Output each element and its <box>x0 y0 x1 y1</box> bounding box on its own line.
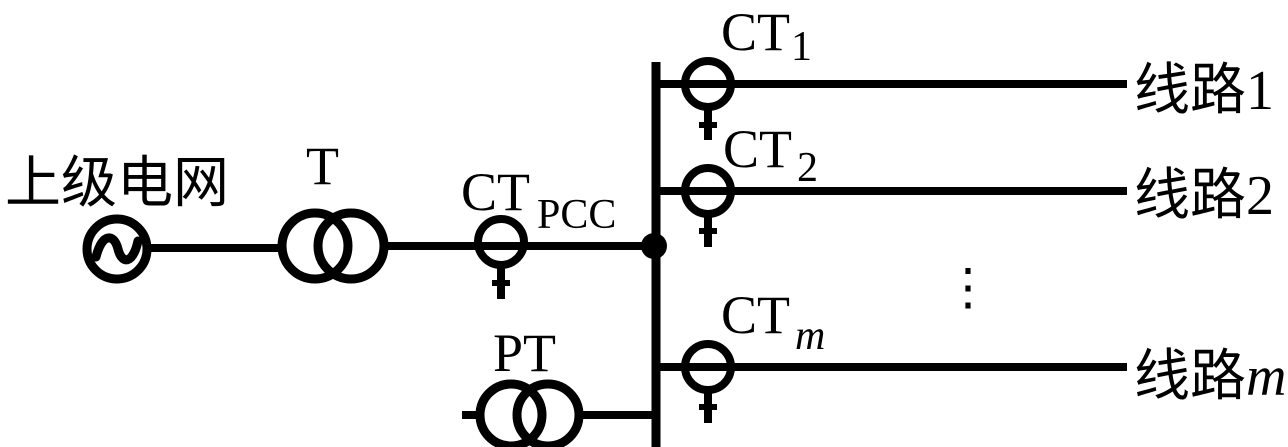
ct-pcc-label-sub: PCC <box>537 192 616 238</box>
line-1-label-text: 线路 <box>1134 60 1246 122</box>
ct-2-label-sub: 2 <box>797 145 818 191</box>
ct-pcc-label: CT <box>461 162 530 222</box>
ct-2-label: CT <box>723 119 792 179</box>
vertical-ellipsis-icon: ⋮ <box>943 259 993 315</box>
pt-icon <box>475 379 584 447</box>
ac-source-icon <box>82 214 152 284</box>
transformer-secondary-circle <box>313 208 389 284</box>
transformer-label: T <box>306 136 339 196</box>
line-2-label-text: 线路 <box>1134 165 1246 227</box>
ct-1-label-sub: 1 <box>791 24 812 70</box>
line-1-label-number: 1 <box>1246 60 1274 122</box>
ct-m-label: CT <box>721 285 790 345</box>
pt-label: PT <box>493 323 556 383</box>
pt-secondary-circle <box>512 379 584 447</box>
ct-1-label: CT <box>721 2 790 62</box>
transformer-icon <box>277 208 389 284</box>
transformer-primary-circle <box>277 208 353 284</box>
line-m-label-text: 线路 <box>1134 346 1246 408</box>
ac-source-circle <box>82 214 152 284</box>
line-m-label-number: m <box>1246 346 1286 408</box>
ct-2-icon <box>681 164 735 247</box>
line-m-label: 线路m <box>1134 346 1286 408</box>
sine-wave-icon <box>91 233 143 265</box>
ct-1-icon <box>681 57 735 140</box>
pt-primary-circle <box>475 379 547 447</box>
line-2-label: 线路2 <box>1134 165 1274 227</box>
line-2-label-number: 2 <box>1246 165 1274 227</box>
pcc-junction-dot <box>641 233 667 259</box>
ct-m-icon <box>681 340 735 423</box>
ct-m-label-sub: m <box>795 313 825 359</box>
source-label: 上级电网 <box>5 153 229 215</box>
ct-pcc-icon <box>474 215 528 299</box>
line-1-label: 线路1 <box>1134 60 1274 122</box>
